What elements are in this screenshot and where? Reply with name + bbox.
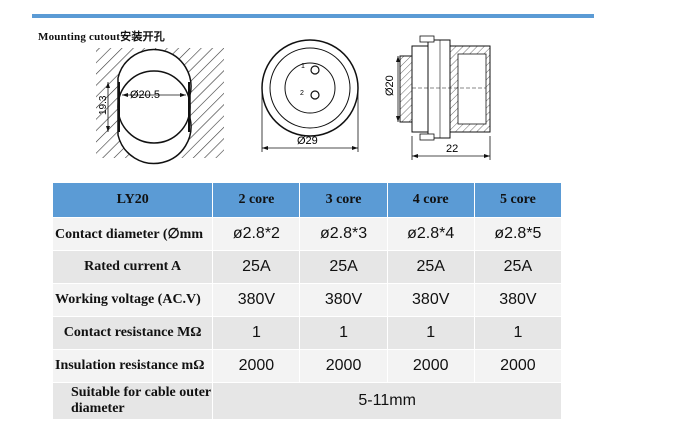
table-cell: 1 [386,316,475,350]
row-label-rated-current: Rated current A [51,250,214,284]
mounting-cutout-figure [96,48,224,165]
side-length-label: 22 [446,143,458,155]
pin-2-label: 2 [300,90,304,97]
table-cell: 2000 [212,349,301,383]
cutout-diameter-label: Ø20.5 [130,89,160,101]
front-view-figure [261,39,359,152]
table-cell: ø2.8*4 [386,217,475,251]
row-label-cable-diameter: Suitable for cable outer diameter [51,382,214,420]
table-cell: 25A [473,250,563,284]
table-cell: 2000 [299,349,388,383]
table-row: Insulation resistance mΩ 2000 2000 2000 … [51,349,563,383]
table-cell: ø2.8*2 [212,217,301,251]
top-accent-line [32,14,594,18]
table-cell: 380V [386,283,475,317]
table-cell: 2000 [473,349,563,383]
spec-table: LY20 2 core 3 core 4 core 5 core Contact… [51,182,563,420]
header-5-core: 5 core [473,182,563,218]
cutout-flat-label: 19.3 [98,95,109,115]
table-row: Suitable for cable outer diameter 5-11mm [51,382,562,420]
side-diameter-label: Ø20 [384,75,396,96]
header-4-core: 4 core [386,182,475,218]
row-label-contact-diameter: Contact diameter (∅mm [51,217,214,251]
table-row: Rated current A 25A 25A 25A 25A [51,250,563,284]
table-cell: 25A [386,250,475,284]
table-cell: ø2.8*5 [473,217,563,251]
header-3-core: 3 core [299,182,388,218]
table-row: Contact diameter (∅mm ø2.8*2 ø2.8*3 ø2.8… [51,217,563,251]
row-label-working-voltage: Working voltage (AC.V) [51,283,214,317]
table-row: Contact resistance MΩ 1 1 1 1 [51,316,563,350]
row-label-insulation-resistance: Insulation resistance mΩ [51,349,214,383]
drawing-svg: Ø20.5 19.3 1 2 Ø29 Ø20 22 [96,35,491,165]
table-header-row: LY20 2 core 3 core 4 core 5 core [51,182,563,218]
table-row: Working voltage (AC.V) 380V 380V 380V 38… [51,283,563,317]
header-2-core: 2 core [212,182,301,218]
mounting-cutout-title: Mounting cutout安装开孔 [38,31,165,43]
table-cell: 1 [473,316,563,350]
table-cell: 1 [212,316,301,350]
front-diameter-label: Ø29 [297,135,318,147]
table-cell: 1 [299,316,388,350]
row-label-contact-resistance: Contact resistance MΩ [51,316,214,350]
header-model: LY20 [51,182,214,218]
table-cell: 2000 [386,349,475,383]
table-cell: 25A [212,250,301,284]
cable-diameter-value: 5-11mm [212,382,562,420]
table-cell: 380V [212,283,301,317]
table-cell: 25A [299,250,388,284]
side-view-figure [396,35,491,160]
pin-1-label: 1 [301,63,305,70]
table-cell: ø2.8*3 [299,217,388,251]
table-cell: 380V [299,283,388,317]
table-cell: 380V [473,283,563,317]
